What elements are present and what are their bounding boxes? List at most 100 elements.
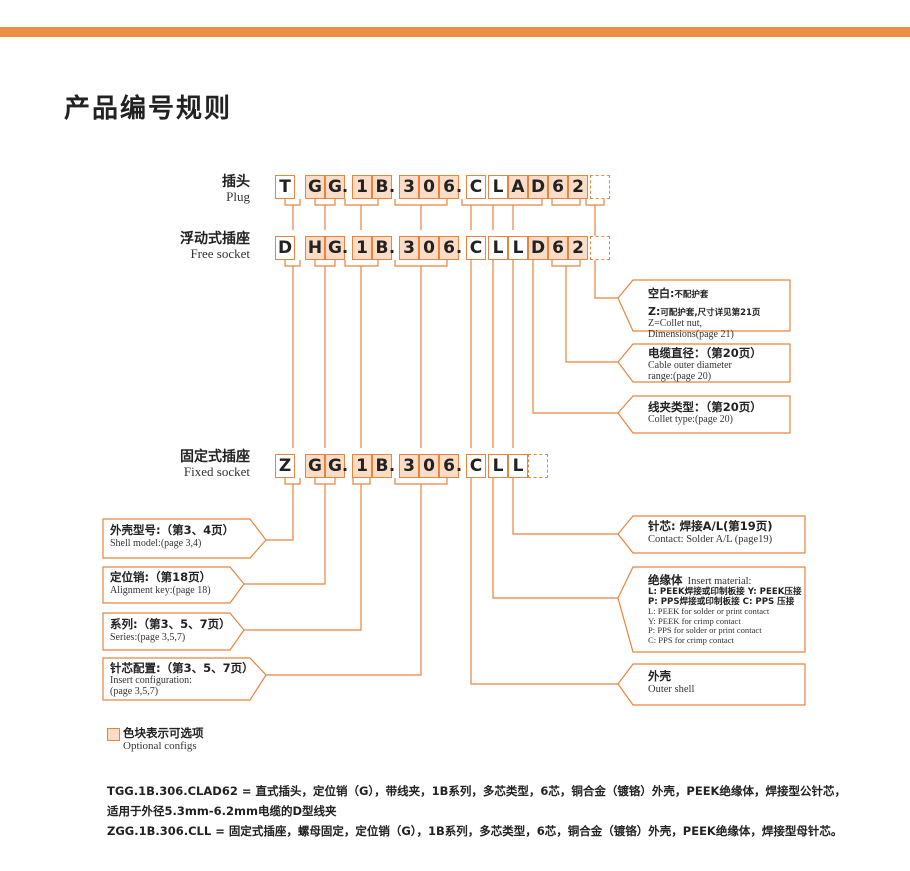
insulator-box: 绝缘体 Insert material: L: PEEK焊接或印制板接 Y: P… (648, 570, 802, 646)
shell-zh: 外壳 (648, 669, 671, 683)
series-zh: 系列:（第3、5、7页） (110, 617, 231, 631)
code-char: 3 (399, 454, 419, 478)
insulator-line-6: C: PPS for crimp contact (648, 635, 734, 646)
code-char: 6 (439, 454, 459, 478)
code-char-blank (590, 236, 610, 260)
code-separator: . (342, 238, 349, 257)
code-char: L (508, 454, 528, 478)
code-char: 0 (419, 236, 439, 260)
code-char: A (508, 175, 528, 199)
code-char: 6 (439, 236, 459, 260)
top-accent-bar (0, 27, 910, 37)
code-char: D (528, 175, 548, 199)
code-char: 1 (352, 175, 372, 199)
code-char: D (528, 236, 548, 260)
code-char: B (372, 454, 392, 478)
row-label-en: Plug (226, 188, 250, 204)
contact-en: Contact: Solder A/L (page19) (648, 533, 773, 545)
code-char: H (305, 236, 325, 260)
row-label-en: Free socket (190, 245, 250, 261)
cable-zh: 电缆直径：（第20页） (648, 346, 762, 360)
insulator-line-4: Y: PEEK for crimp contact (648, 615, 741, 626)
nut-blank-text: 不配护套 (674, 290, 709, 300)
contact-zh: 针芯: 焊接A/L(第19页) (648, 519, 773, 533)
nut-en-2: Dimensions(page 21) (648, 329, 734, 341)
code-separator: . (342, 456, 349, 475)
insulator-line-1: L: PEEK焊接或印制板接 Y: PEEK压接 (648, 586, 802, 597)
insulator-zh: 绝缘体 (648, 573, 683, 587)
code-char: G (325, 236, 345, 260)
legend-swatch (107, 728, 120, 741)
code-char: B (372, 175, 392, 199)
code-char: C (466, 454, 486, 478)
code-char: L (488, 175, 508, 199)
code-separator: . (389, 456, 396, 475)
key-en: Alignment key:(page 18) (110, 584, 211, 596)
code-char: C (466, 175, 486, 199)
series-box: 系列:（第3、5、7页） Series:(page 3,5,7) (110, 617, 231, 644)
collet-type-box: 线夹类型：（第20页） Collet type:(page 20) (648, 401, 762, 425)
alignment-key-box: 定位销:（第18页） Alignment key:(page 18) (110, 570, 212, 597)
insert-config-box: 针芯配置:（第3、5、7页） Insert configuration: (pa… (110, 662, 254, 697)
code-char: 2 (568, 175, 588, 199)
row-label-en: Fixed socket (183, 463, 250, 479)
code-char: 0 (419, 454, 439, 478)
insulator-line-3: L: PEEK for solder or print contact (648, 606, 770, 617)
legend-en: Optional configs (123, 740, 197, 752)
code-char: L (488, 236, 508, 260)
code-char: 0 (419, 175, 439, 199)
insert-cfg-en-1: Insert configuration: (110, 674, 192, 686)
shell-model-en: Shell model:(page 3,4) (110, 537, 202, 549)
code-separator: . (389, 238, 396, 257)
code-char: G (325, 454, 345, 478)
insulator-en-title: Insert material: (687, 576, 752, 587)
code-separator: . (456, 177, 463, 196)
collet-en: Collet type:(page 20) (648, 413, 733, 425)
cable-diameter-box: 电缆直径：（第20页） Cable outer diameter range:(… (648, 347, 762, 382)
code-char: 6 (548, 236, 568, 260)
code-char: 6 (439, 175, 459, 199)
code-char: G (305, 175, 325, 199)
code-char: D (275, 236, 295, 260)
key-zh: 定位销:（第18页） (110, 570, 212, 584)
nut-blank-label: 空白: (648, 287, 675, 300)
row-label-free-socket: 浮动式插座 Free socket (85, 232, 250, 260)
row-label-plug: 插头 Plug (85, 175, 250, 203)
code-separator: . (456, 238, 463, 257)
example-note-2: 适用于外径5.3mm-6.2mm电缆的D型线夹 (107, 804, 337, 818)
code-char: G (305, 454, 325, 478)
insulator-line-2: P: PPS焊接或印制板接 C: PPS 压接 (648, 596, 795, 607)
shell-en: Outer shell (648, 683, 695, 695)
code-separator: . (389, 177, 396, 196)
shell-model-zh: 外壳型号:（第3、4页） (110, 523, 235, 537)
series-en: Series:(page 3,5,7) (110, 631, 186, 643)
code-char: 3 (399, 175, 419, 199)
code-char-blank (528, 454, 548, 478)
code-char: C (466, 236, 486, 260)
code-char: 3 (399, 236, 419, 260)
code-separator: . (456, 456, 463, 475)
code-char: L (488, 454, 508, 478)
collet-nut-box: 空白:不配护套 Z:可配护套,尺寸详见第21页 Z=Collet nut, Di… (648, 283, 760, 340)
code-char: 1 (352, 454, 372, 478)
code-separator: . (342, 177, 349, 196)
cable-en-2: range:(page 20) (648, 370, 712, 382)
code-char: 6 (548, 175, 568, 199)
code-char: Z (275, 454, 295, 478)
code-char: 1 (352, 236, 372, 260)
code-char-blank (590, 175, 610, 199)
shell-model-box: 外壳型号:（第3、4页） Shell model:(page 3,4) (110, 523, 235, 550)
row-label-zh: 浮动式插座 (180, 231, 250, 247)
nut-z-label: Z: (648, 304, 661, 318)
code-char: 2 (568, 236, 588, 260)
insulator-line-5: P: PPS for solder or print contact (648, 625, 762, 636)
nut-z-text: 可配护套,尺寸详见第21页 (660, 307, 761, 318)
example-note-1: TGG.1B.306.CLAD62 = 直式插头，定位销（G），带线夹，1B系列… (107, 784, 846, 798)
example-note-3: ZGG.1B.306.CLL = 固定式插座，螺母固定，定位销（G），1B系列，… (107, 824, 843, 838)
row-label-zh: 插头 (222, 174, 250, 190)
insert-cfg-zh: 针芯配置:（第3、5、7页） (110, 661, 254, 675)
code-char: G (325, 175, 345, 199)
nut-en-1: Z=Collet nut, (648, 318, 702, 330)
row-label-fixed-socket: 固定式插座 Fixed socket (85, 450, 250, 478)
page-title: 产品编号规则 (64, 94, 233, 124)
